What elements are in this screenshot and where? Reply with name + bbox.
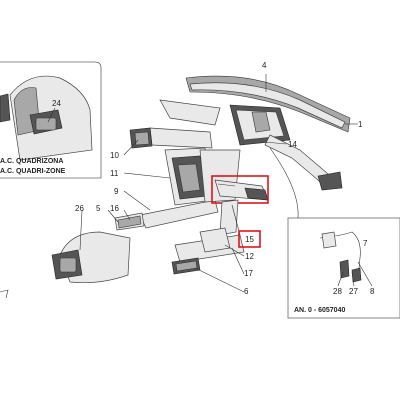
caption-zone-it: A.C. QUADRIZONA: [0, 158, 63, 165]
callout-5: 5: [96, 204, 101, 213]
callout-16: 16: [110, 204, 119, 213]
detail-frame-serial: AN. 0 - 6057040: [287, 217, 400, 319]
callout-7: 7: [363, 239, 368, 248]
callout-6: 6: [244, 287, 249, 296]
callout-4: 4: [262, 61, 267, 70]
corner-mark: [0, 289, 9, 299]
callout-15: 15: [245, 235, 254, 244]
left-side-duct: [129, 99, 221, 149]
detail-frame-quadrizona: 24 A.C. QUADRIZONA A.C. QUADRI-ZONE: [0, 61, 102, 179]
main-dash-duct: [185, 75, 351, 146]
callout-9: 9: [114, 187, 119, 196]
callout-28: 28: [333, 287, 342, 296]
highlight-box-callout-15: [238, 230, 261, 248]
callout-numbers: 4 1 14 10 11 9 26 5 16 15 12 17 6 28 27 …: [75, 61, 375, 296]
callout-12: 12: [245, 252, 254, 261]
callout-11: 11: [110, 169, 119, 178]
highlighted-part-assembly: [211, 175, 269, 236]
caption-serial: AN. 0 - 6057040: [294, 307, 345, 314]
rear-seat-vent: [51, 231, 131, 284]
callout-10: 10: [110, 151, 119, 160]
callout-24: 24: [52, 99, 61, 108]
callout-17: 17: [244, 269, 253, 278]
caption-zone-en: A.C. QUADRI-ZONE: [0, 168, 66, 175]
callout-26: 26: [75, 204, 84, 213]
highlight-box-part: [211, 175, 269, 204]
lower-center-ducts: [171, 227, 245, 275]
right-side-duct: [264, 134, 343, 191]
callout-27: 27: [349, 287, 358, 296]
callout-8: 8: [370, 287, 375, 296]
callout-14: 14: [288, 140, 297, 149]
leader-lines: [79, 74, 373, 293]
callout-1: 1: [358, 120, 363, 129]
